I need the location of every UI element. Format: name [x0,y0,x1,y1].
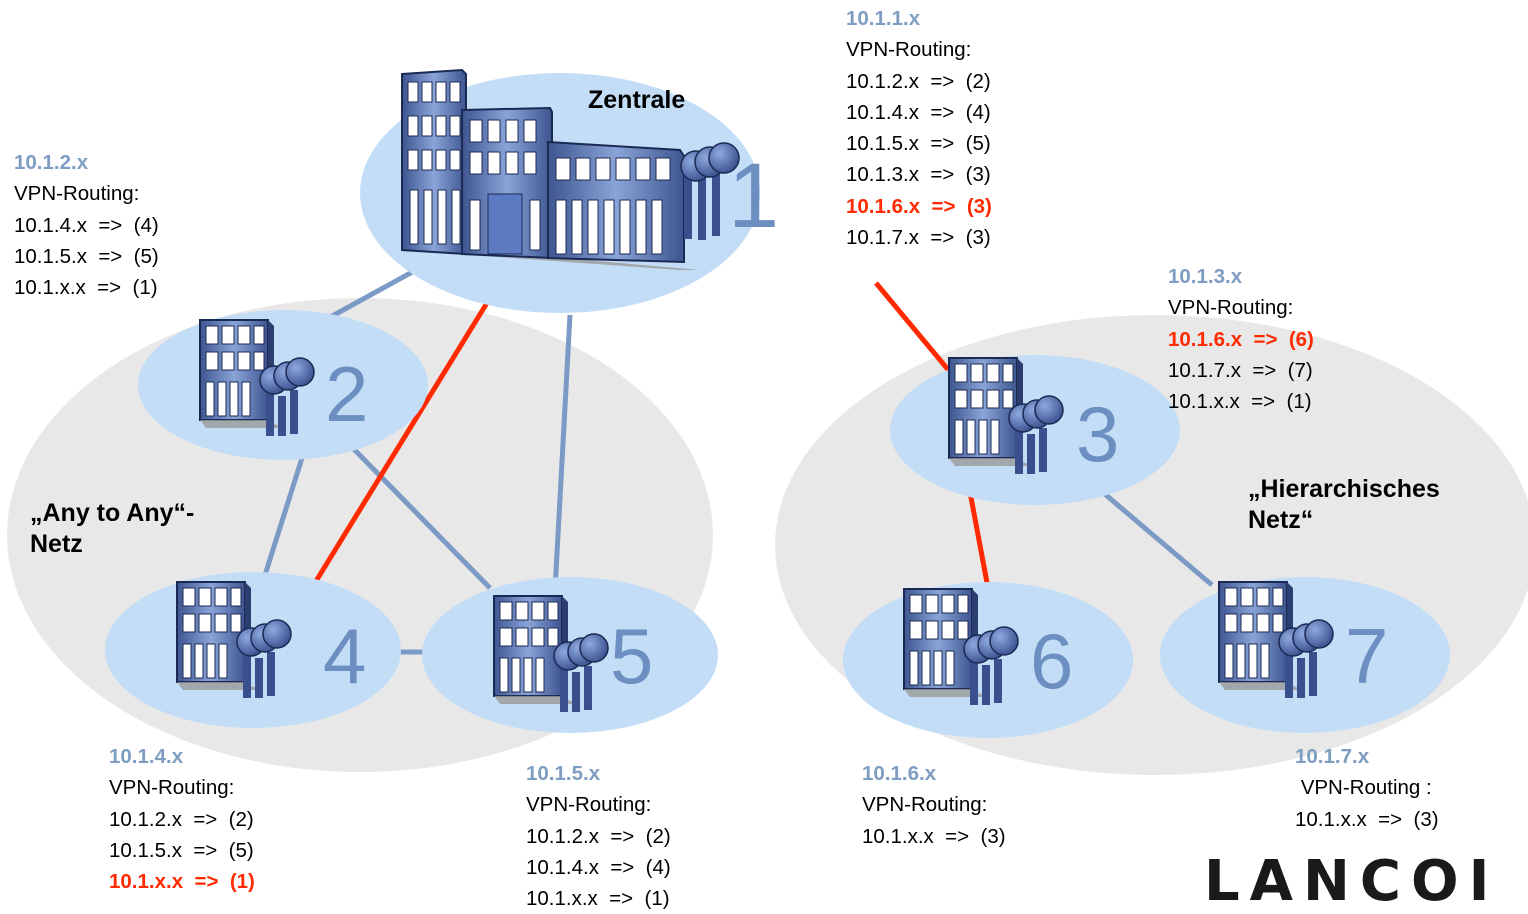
route-entry: 10.1.x.x => (1) [526,887,670,911]
link-1-2 [323,262,427,323]
route-entry-highlighted: 10.1.x.x => (1) [109,870,255,894]
network-address: 10.1.1.x [846,7,921,30]
route-entry: 10.1.x.x => (1) [14,276,158,300]
node-number-5: 5 [610,612,654,700]
link-3-6-highlight [967,491,991,589]
node-number-6: 6 [1030,617,1074,705]
hierarchical-label-line-2: Netz“ [1248,506,1314,534]
routing-heading: VPN-Routing: [846,38,972,62]
routing-heading: VPN-Routing: [1168,296,1294,320]
node-number-2: 2 [325,350,369,438]
hierarchical-network-label: „Hierarchisches Netz“ [1248,474,1440,536]
route-entry: 10.1.3.x => (3) [846,163,991,187]
link-1-4-highlight [310,296,493,588]
link-1-3-highlight [874,281,952,374]
route-entry: 10.1.2.x => (2) [526,824,671,848]
route-entry: 10.1.5.x => (5) [109,838,254,862]
network-address: 10.1.4.x [109,745,184,768]
routing-heading: VPN-Routing : [1295,776,1432,800]
routing-heading: VPN-Routing: [526,793,652,817]
routing-heading: VPN-Routing: [14,182,140,206]
node-6-area [843,582,1133,738]
node-7-area [1160,577,1450,733]
node-number-4: 4 [323,612,367,700]
link-2-5 [343,438,492,590]
node-number-3: 3 [1076,390,1120,478]
network-address: 10.1.5.x [526,762,601,785]
any-to-any-network-label: „Any to Any“- Netz [30,498,194,560]
link-2-4 [262,457,305,576]
any-to-any-label-line-2: Netz [30,530,83,558]
any-to-any-label-line-1: „Any to Any“- [30,499,195,527]
link-1-5 [552,314,573,591]
route-entry-highlighted: 10.1.6.x => (6) [1168,327,1314,351]
route-entry: 10.1.2.x => (2) [109,807,254,831]
route-entry: 10.1.4.x => (4) [14,213,159,237]
node-number-7: 7 [1345,612,1389,700]
node-number-1: 1 [728,145,780,247]
routing-heading: VPN-Routing: [109,776,235,800]
hierarchical-label-line-1: „Hierarchisches [1248,475,1440,503]
route-entry: 10.1.x.x => (1) [1168,390,1312,414]
network-address: 10.1.7.x [1295,745,1370,768]
link-3-7 [1098,488,1214,587]
route-entry: 10.1.2.x => (2) [846,69,991,93]
route-entry: 10.1.7.x => (3) [846,226,991,250]
lancom-logo: LANCOI [1204,849,1500,914]
headquarters-label: Zentrale [588,86,686,114]
node-3-area [890,355,1180,505]
network-address: 10.1.3.x [1168,265,1243,288]
route-entry: 10.1.4.x => (4) [526,855,671,879]
network-address: 10.1.6.x [862,762,937,785]
route-entry: 10.1.7.x => (7) [1168,358,1313,382]
network-address: 10.1.2.x [14,151,89,174]
route-entry-highlighted: 10.1.6.x => (3) [846,194,992,218]
route-entry: 10.1.4.x => (4) [846,100,991,124]
route-entry: 10.1.x.x => (3) [862,824,1006,848]
routing-table-node-7: 10.1.7.x VPN-Routing : 10.1.x.x => (3) [1295,741,1439,835]
headquarters-building-icon [400,68,740,270]
routing-heading: VPN-Routing: [862,793,988,817]
route-entry: 10.1.5.x => (5) [846,132,991,156]
route-entry: 10.1.5.x => (5) [14,244,159,268]
route-entry: 10.1.x.x => (3) [1295,807,1439,831]
